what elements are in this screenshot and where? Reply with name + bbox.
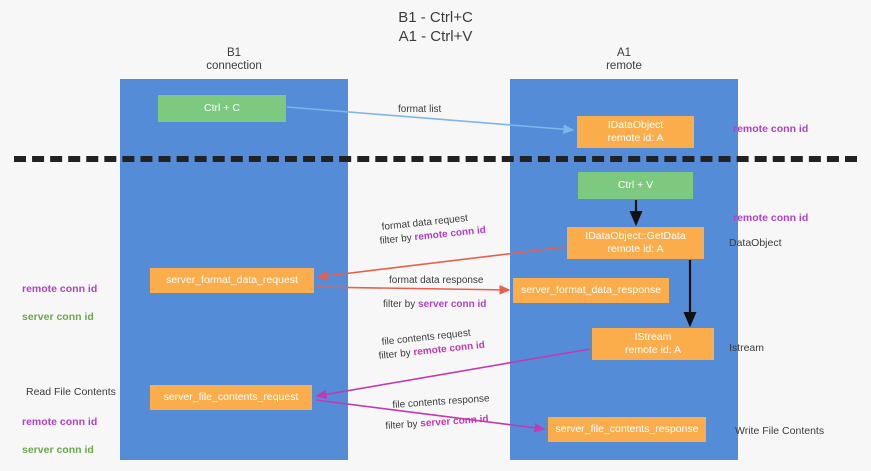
filter-prefix: filter by xyxy=(379,232,416,247)
filter-prefix: filter by xyxy=(378,347,415,362)
annotation-left-conn-ids-bottom: remote conn id server conn id xyxy=(22,401,97,471)
flow-label-format-list: format list xyxy=(398,104,442,115)
node-idataobject-getdata[interactable]: IDataObject::GetData remote id: A xyxy=(567,227,704,259)
column-header-a1: A1 remote xyxy=(606,47,642,72)
annotation-remote-conn-id-middle: remote conn id xyxy=(733,212,809,224)
node-idataobject[interactable]: IDataObject remote id: A xyxy=(577,116,694,148)
filter-key-server-conn-id: server conn id xyxy=(418,299,487,310)
flow-label-format-data-response: format data response xyxy=(389,275,484,286)
annotation-remote-conn-id-top: remote conn id xyxy=(733,123,809,135)
annotation-left-remote-conn-id: remote conn id xyxy=(22,283,98,295)
flow-label-format-data-response-filter: filter by server conn id xyxy=(383,298,486,312)
annotation-left-server-conn-id-2: server conn id xyxy=(22,444,94,456)
node-ctrl-c[interactable]: Ctrl + C xyxy=(158,95,286,122)
flow-label-file-contents-response-filter: filter by server conn id xyxy=(385,413,489,434)
diagram-title: B1 - Ctrl+C A1 - Ctrl+V xyxy=(398,9,473,45)
annotation-left-server-conn-id: server conn id xyxy=(22,311,94,323)
annotation-istream: Istream xyxy=(729,342,765,354)
phase-divider-dashed-line xyxy=(14,156,857,162)
node-server-file-contents-request[interactable]: server_file_contents_request xyxy=(150,385,312,410)
filter-key-server-conn-id-2: server conn id xyxy=(420,413,489,430)
node-server-file-contents-response[interactable]: server_file_contents_response xyxy=(548,417,706,442)
node-server-format-data-request[interactable]: server_format_data_request xyxy=(150,268,314,293)
annotation-left-conn-ids-top: remote conn id server conn id xyxy=(22,268,97,338)
node-server-format-data-response[interactable]: server_format_data_response xyxy=(513,278,669,303)
column-header-b1: B1 connection xyxy=(206,47,262,72)
node-ctrl-v[interactable]: Ctrl + V xyxy=(578,172,693,199)
annotation-write-file-contents: Write File Contents xyxy=(735,425,825,437)
annotation-read-file-contents: Read File Contents xyxy=(26,386,116,398)
flow-label-file-contents-response: file contents response xyxy=(392,393,490,411)
node-istream[interactable]: IStream remote id: A xyxy=(592,328,714,360)
filter-prefix: filter by xyxy=(385,418,421,432)
filter-prefix: filter by xyxy=(383,299,419,310)
annotation-left-remote-conn-id-2: remote conn id xyxy=(22,416,98,428)
annotation-dataobject: DataObject xyxy=(729,237,782,249)
